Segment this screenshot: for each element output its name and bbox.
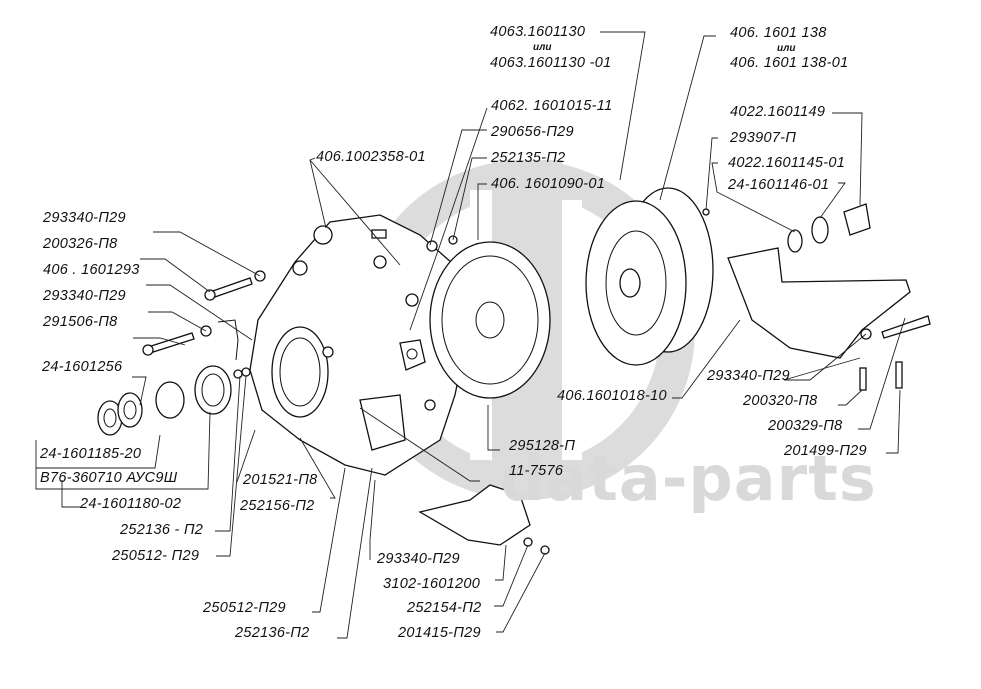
part-label-252136-p2-a[interactable]: 252136 - П2: [120, 522, 204, 538]
part-label-200326-p8[interactable]: 200326-П8: [43, 236, 118, 252]
bolts-left: [142, 270, 266, 361]
bracket-right: [727, 203, 931, 391]
part-label-293340-p29-second[interactable]: 293340-П29: [43, 288, 126, 304]
part-label-406-1601138-01[interactable]: 406. 1601 138-01: [730, 55, 849, 71]
part-label-295128-p[interactable]: 295128-П: [509, 438, 576, 454]
clutch-housing: [249, 214, 469, 476]
part-label-4062-1601015-11[interactable]: 4062. 1601015-11: [491, 98, 613, 114]
part-label-252136-p2-b[interactable]: 252136-П2: [235, 625, 310, 641]
part-label-406-1601018-10[interactable]: 406.1601018-10: [557, 388, 667, 404]
part-label-252154-p2[interactable]: 252154-П2: [407, 600, 482, 616]
part-label-252135-p2[interactable]: 252135-П2: [491, 150, 566, 166]
part-label-406-1601090-01[interactable]: 406. 1601090-01: [491, 176, 606, 192]
part-label-201499-p29[interactable]: 201499-П29: [784, 443, 867, 459]
part-label-3102-1601200[interactable]: 3102-1601200: [383, 576, 481, 592]
part-label-24-1601256[interactable]: 24-1601256: [42, 359, 123, 375]
part-label-4022-1601149[interactable]: 4022.1601149: [730, 104, 826, 120]
leader-lines: [35, 31, 906, 639]
part-label-293340-p29-bottom[interactable]: 293340-П29: [377, 551, 460, 567]
part-label-293340-p29-top[interactable]: 293340-П29: [43, 210, 126, 226]
part-label-406-1601293[interactable]: 406 . 1601293: [43, 262, 140, 278]
part-label-24-1601180-02[interactable]: 24-1601180-02: [80, 496, 182, 512]
part-label-4022-1601145-01[interactable]: 4022.1601145-01: [728, 155, 846, 171]
part-label-252156-p2[interactable]: 252156-П2: [240, 498, 315, 514]
part-label-291506-p8[interactable]: 291506-П8: [43, 314, 118, 330]
clutch-disc: [585, 187, 714, 366]
part-label-290656-p29[interactable]: 290656-П29: [491, 124, 574, 140]
watermark-text: data-parts: [500, 442, 877, 515]
part-label-24-1601185-20[interactable]: 24-1601185-20: [40, 446, 142, 462]
part-label-293907-p[interactable]: 293907-П: [730, 130, 797, 146]
or-word-1: или: [533, 42, 552, 53]
release-fork: [418, 484, 550, 555]
part-label-201521-p8[interactable]: 201521-П8: [243, 472, 318, 488]
release-bearing: [97, 365, 251, 436]
part-label-250512-p29-a[interactable]: 250512- П29: [112, 548, 200, 564]
pressure-plate: [426, 235, 551, 399]
part-label-24-1601146-01[interactable]: 24-1601146-01: [728, 177, 830, 193]
part-label-250512-p29-b[interactable]: 250512-П29: [203, 600, 286, 616]
or-word-2: или: [777, 43, 796, 54]
part-label-11-7576[interactable]: 11-7576: [509, 463, 564, 479]
part-label-4063-1601130-01[interactable]: 4063.1601130 -01: [490, 55, 612, 71]
part-label-406-1002358-01[interactable]: 406.1002358-01: [316, 149, 426, 165]
part-label-293340-p29-right[interactable]: 293340-П29: [707, 368, 790, 384]
part-label-200329-p8[interactable]: 200329-П8: [768, 418, 843, 434]
part-label-4063-1601130[interactable]: 4063.1601130: [490, 24, 586, 40]
part-label-b76-360710[interactable]: В76-360710 АУС9Ш: [40, 470, 178, 486]
part-label-200320-p8[interactable]: 200320-П8: [743, 393, 818, 409]
part-label-406-1601138[interactable]: 406. 1601 138: [730, 25, 827, 41]
part-label-201415-p29[interactable]: 201415-П29: [398, 625, 481, 641]
